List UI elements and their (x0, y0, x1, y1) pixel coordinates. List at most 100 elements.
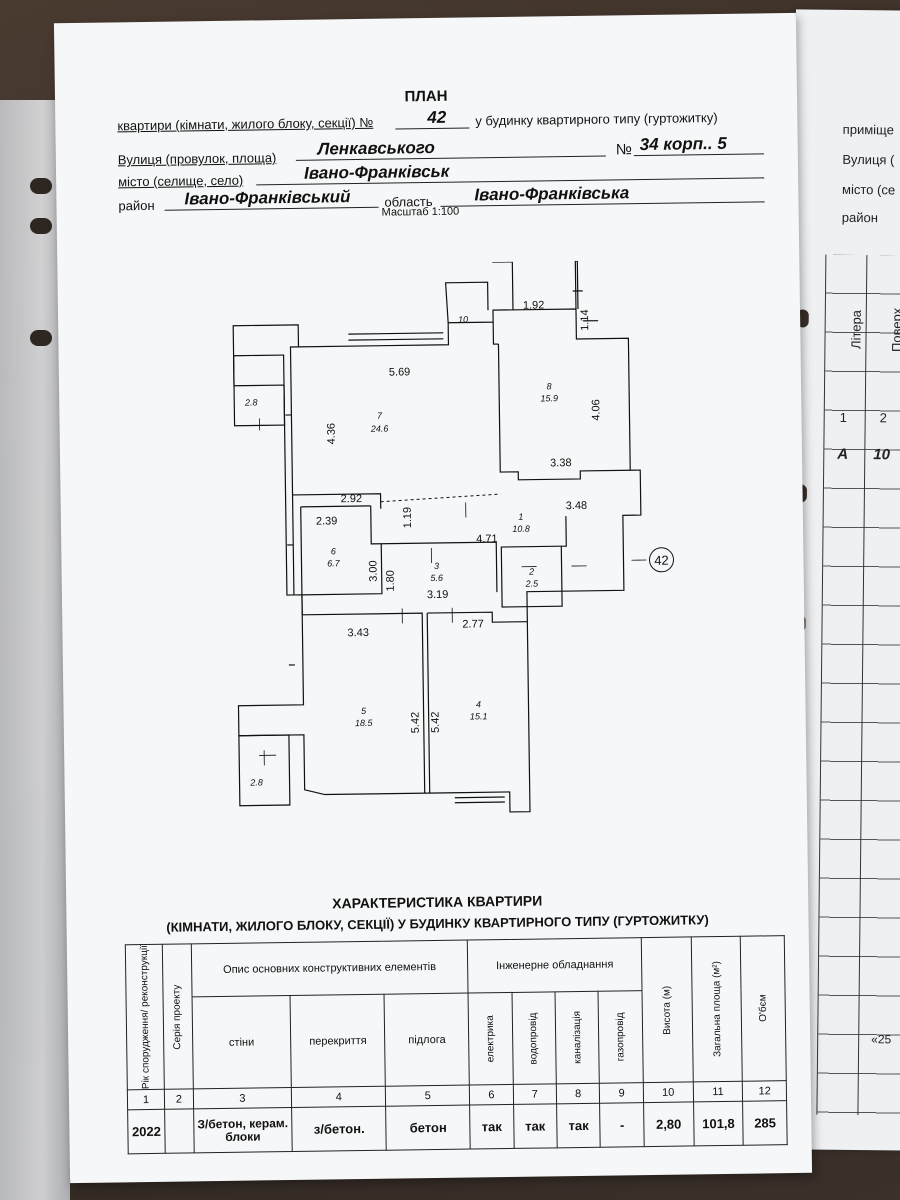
header-series: Серія проекту (171, 984, 184, 1050)
apartment-circle-label: 42 (654, 553, 669, 568)
street-label: Вулиця (провулок, площа) (117, 150, 277, 168)
balcony-bottom (238, 734, 291, 807)
district-label: район (118, 197, 155, 214)
header-ceilings: перекриття (290, 994, 386, 1088)
apartment-number: 42 (427, 107, 447, 128)
cell-ceilings: з/бетон. (291, 1106, 387, 1152)
window (572, 290, 599, 322)
room-number: 1 (518, 512, 523, 522)
window (454, 796, 505, 804)
cell-sewer: так (556, 1103, 601, 1148)
header-sewer: каналізація (571, 1011, 584, 1065)
region-value: Івано-Франківська (474, 183, 630, 205)
cell-electric: так (469, 1104, 514, 1150)
room-number: 4 (476, 699, 481, 709)
wall (427, 611, 528, 623)
dimension: 1.19 (402, 507, 414, 529)
city-value: Івано-Франківськ (303, 161, 450, 183)
col-number: 7 (512, 1083, 557, 1105)
sleeve-hole (30, 330, 52, 346)
side-cell: 1 (839, 409, 848, 425)
door-mark (259, 502, 647, 766)
room-area: 18.5 (355, 718, 374, 728)
room-area: 15.9 (540, 393, 558, 403)
cell-volume: 285 (743, 1100, 788, 1146)
street-value: Ленкавського (317, 137, 435, 159)
house-no-label: № (615, 141, 632, 159)
header-volume: О'бєм (757, 994, 770, 1023)
cell-floor: бетон (386, 1105, 471, 1151)
room-area: 15.1 (470, 711, 488, 721)
inner-wall (289, 346, 299, 595)
room-area: 10.8 (512, 524, 530, 534)
wall (300, 505, 371, 508)
room-area: 2.5 (524, 579, 539, 589)
cell-series (164, 1108, 194, 1154)
apartment-circle (648, 547, 674, 573)
wall (561, 516, 567, 547)
side-text: місто (се (842, 181, 896, 198)
side-text: «25 (871, 1032, 892, 1047)
room-area: 6.7 (327, 558, 341, 568)
wall (497, 344, 631, 481)
sleeve-hole (30, 218, 52, 234)
room-number: 7 (377, 411, 383, 421)
wall (492, 261, 514, 310)
dimension: 1.92 (523, 299, 545, 311)
side-cell: 10 (873, 446, 891, 464)
col-number: 5 (385, 1085, 470, 1107)
header-gas: газопровід (615, 1012, 627, 1062)
col-number: 11 (692, 1081, 744, 1102)
window (348, 332, 444, 341)
cell-height: 2,80 (643, 1101, 694, 1147)
header-height: Висота (м) (661, 985, 673, 1035)
col-number: 9 (599, 1082, 644, 1104)
apartment-label: квартири (кімнати, жилого блоку, секції)… (117, 114, 374, 134)
side-cell: А (837, 445, 849, 463)
floor-plan-document: ПЛАН квартири (кімнати, жилого блоку, се… (53, 12, 813, 1184)
balcony-area: 2.8 (249, 777, 263, 787)
dimension: 5.42 (430, 711, 442, 733)
apartment-line: квартири (кімнати, жилого блоку, секції)… (117, 115, 373, 134)
room-number: 3 (434, 561, 439, 571)
dashed-line (380, 493, 501, 503)
header-water: водопровід (528, 1012, 540, 1065)
cell-water: так (513, 1103, 558, 1149)
header-walls: стіни (191, 995, 292, 1089)
dimension: 3.00 (367, 560, 379, 582)
room-area: 24.6 (370, 424, 389, 434)
cell-year: 2022 (127, 1109, 166, 1154)
room-number: 2 (528, 567, 534, 577)
header-year: Рік спорудження/ реконструкції (138, 944, 152, 1090)
dimension: 5.42 (410, 712, 422, 734)
side-text: район (841, 209, 879, 226)
door-mark (254, 418, 265, 431)
wall (500, 545, 563, 608)
dimension: 1.80 (385, 570, 397, 592)
balcony-top (232, 354, 286, 427)
room-number: 8 (546, 381, 551, 391)
col-number: 1 (127, 1089, 165, 1110)
characteristics-table: Рік спорудження/ реконструкції Серія про… (125, 935, 788, 1154)
scale-label: Масштаб 1:100 (381, 205, 460, 219)
wall (492, 322, 499, 345)
dimension: 3.19 (427, 589, 449, 601)
characteristics-title: ХАРАКТЕРИСТИКА КВАРТИРИ (332, 892, 543, 912)
side-text: Вулиця ( (842, 151, 895, 168)
floor-plan-drawing: 1.92 1.14 5.69 4.36 4.06 3.38 2.92 3.48 … (232, 260, 674, 813)
wall (300, 506, 383, 596)
district-value: Івано-Франківський (184, 187, 351, 209)
room-number: 5 (361, 706, 367, 716)
header-engineering: Інженерне обладнання (467, 937, 642, 994)
city-label: місто (селище, село) (118, 172, 244, 190)
dimension: 3.48 (566, 500, 588, 512)
cell-area: 101,8 (693, 1101, 744, 1146)
wall (444, 281, 489, 323)
side-col-header: Поверх (888, 307, 900, 353)
header-electric: електрика (484, 1015, 497, 1063)
dimension: 2.77 (462, 618, 484, 630)
dimension: 2.39 (316, 515, 338, 527)
dimension: 5.69 (389, 366, 411, 378)
dimension: 4.06 (590, 399, 602, 421)
col-number: 6 (469, 1084, 514, 1106)
